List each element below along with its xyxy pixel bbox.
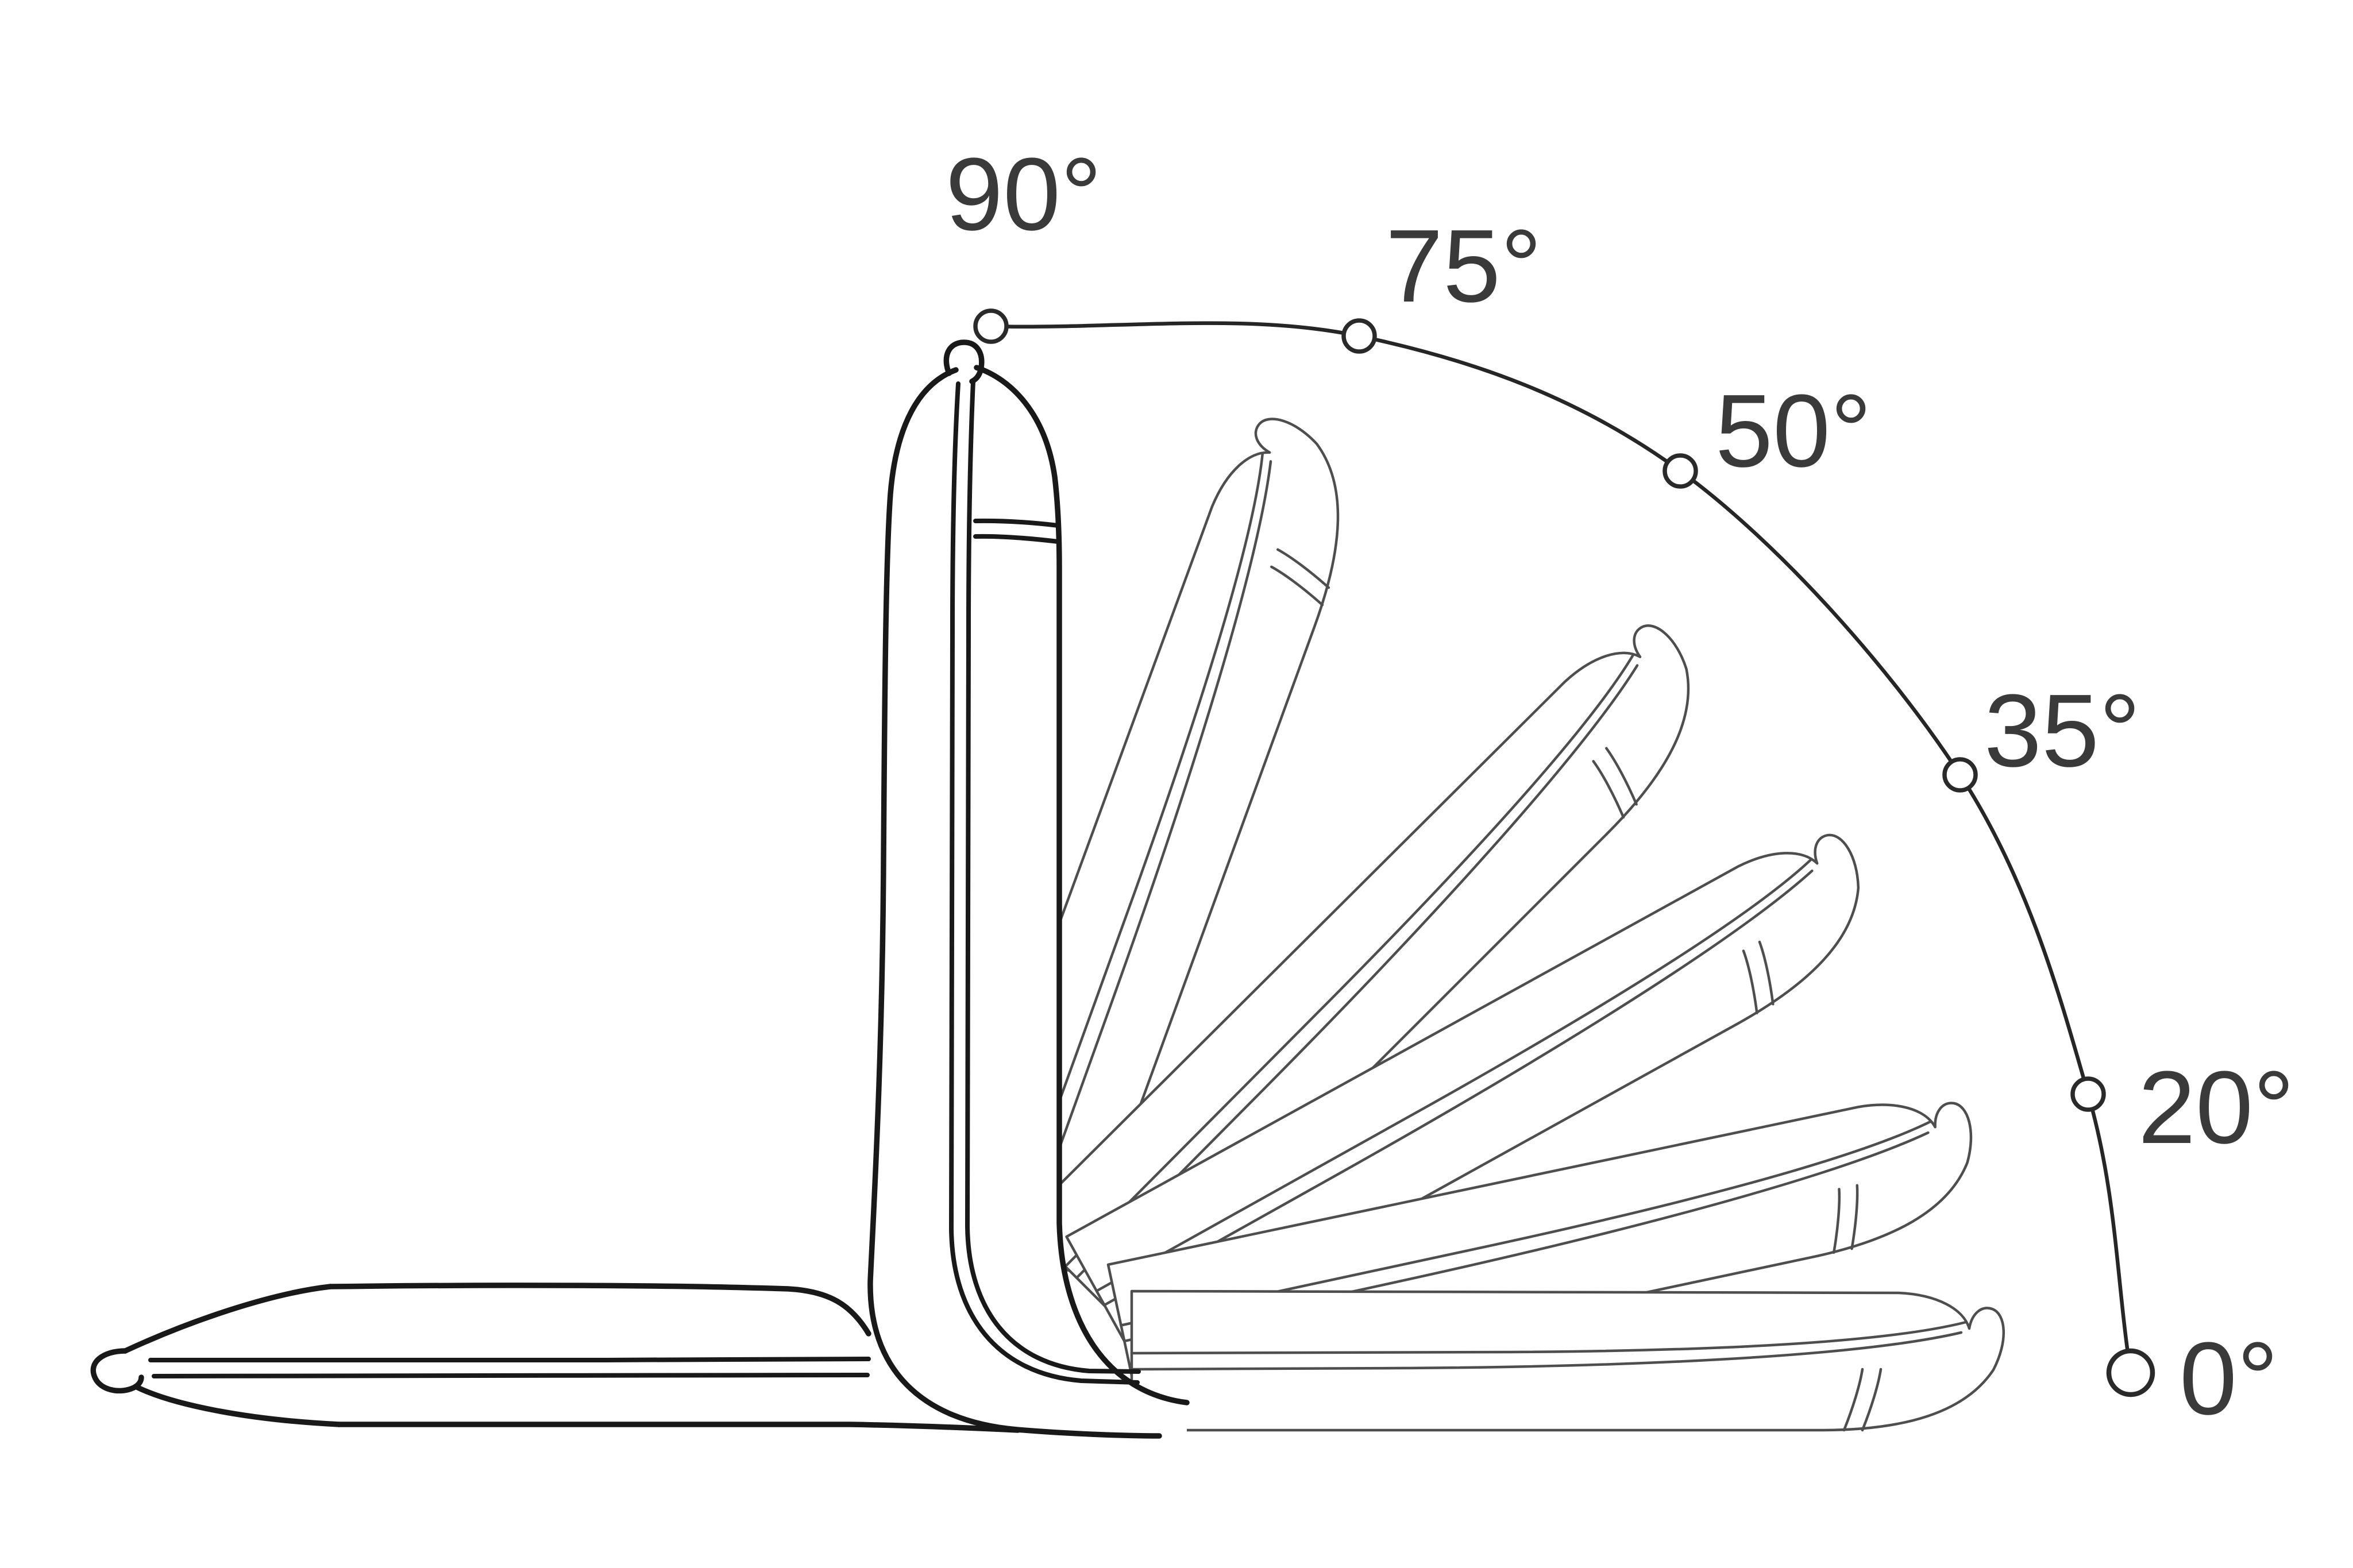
backrest-strap: [973, 518, 1060, 528]
floor-chair: [90, 339, 1190, 1443]
backrest-piping-seam: [949, 381, 1140, 1385]
angle-label-35: 35°: [1984, 673, 2140, 789]
seat-piping-seam: [148, 1357, 871, 1363]
backrest-silhouette: [889, 379, 1187, 1443]
angle-marker-35: [1942, 757, 1978, 793]
angle-label-90: 90°: [946, 137, 1102, 252]
angle-marker-0: [2106, 1348, 2155, 1397]
angle-label-20: 20°: [2138, 1050, 2294, 1165]
angle-marker-20: [2070, 1076, 2106, 1112]
seat-silhouette: [103, 1284, 889, 1427]
angle-label-75: 75°: [1386, 208, 1542, 324]
angle-marker-90: [973, 308, 1009, 344]
angle-label-0: 0°: [2180, 1321, 2278, 1436]
angle-arc: [990, 321, 2133, 1373]
backrest-90: [867, 339, 1190, 1439]
angle-marker-75: [1341, 318, 1377, 354]
backrest-top-nub: [943, 339, 985, 384]
angle-label-50: 50°: [1715, 373, 1872, 489]
angle-marker-50: [1662, 453, 1698, 489]
backrest-position-0: [1132, 1291, 2004, 1430]
